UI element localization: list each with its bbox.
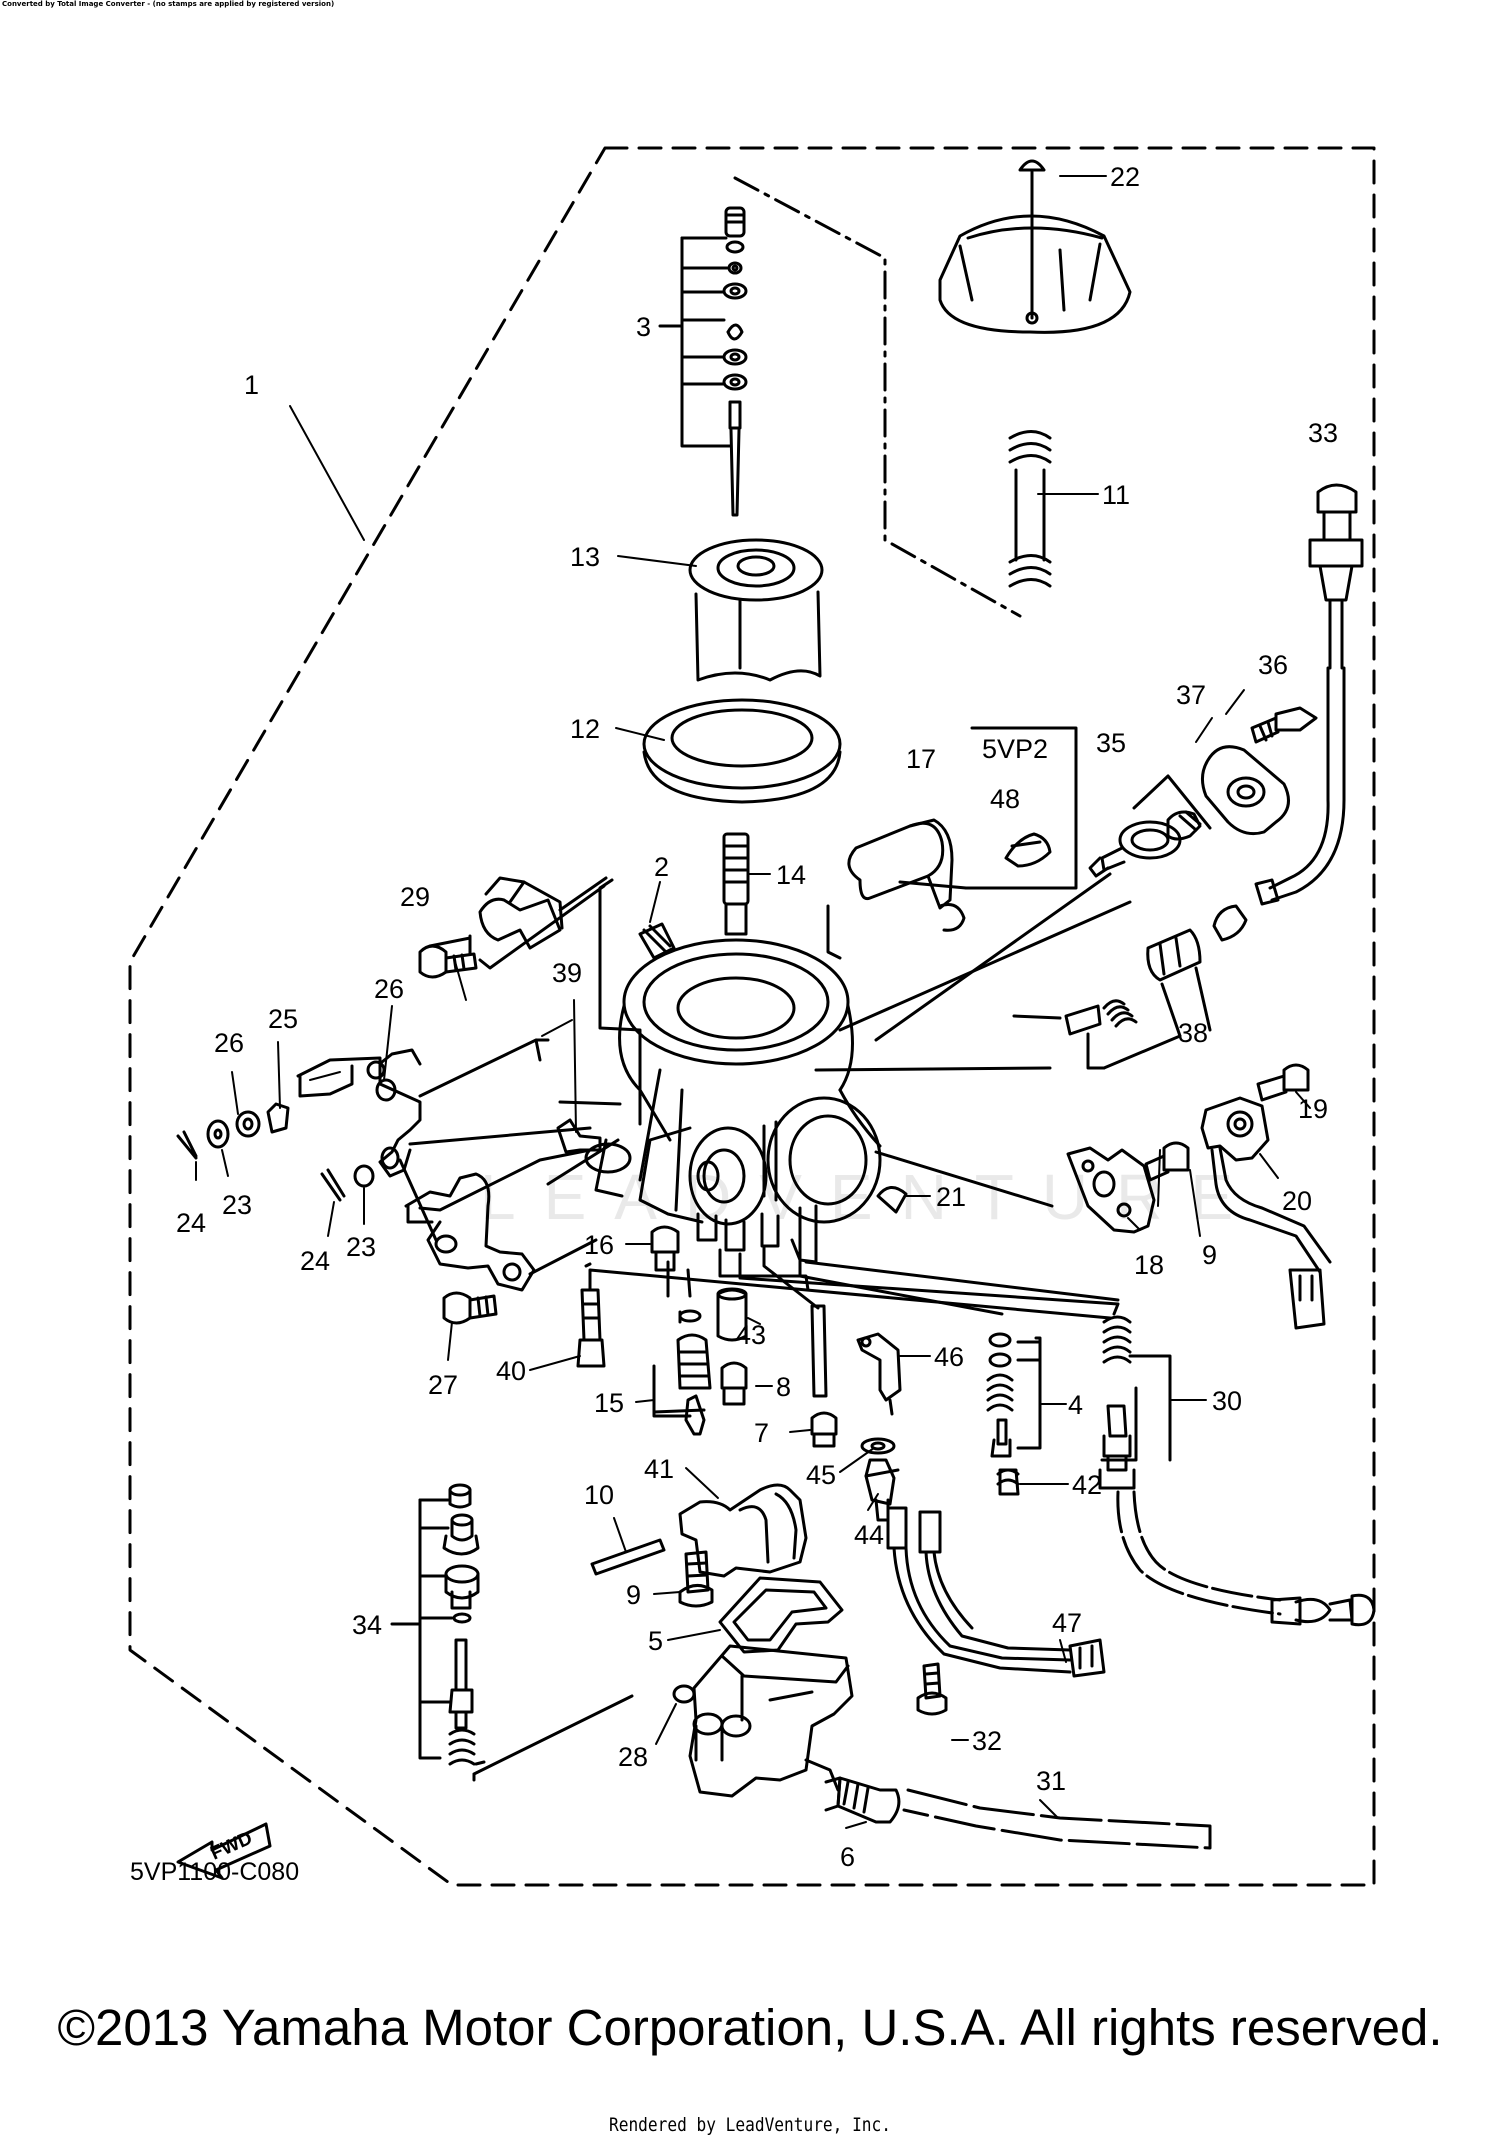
callout-15: 15 xyxy=(594,1388,624,1418)
callout-19: 19 xyxy=(1298,1094,1328,1124)
callout-10: 10 xyxy=(584,1480,614,1510)
callout-17: 17 xyxy=(906,744,936,774)
callout-47: 47 xyxy=(1052,1608,1082,1638)
callout-7: 7 xyxy=(754,1418,769,1448)
callout-27: 27 xyxy=(428,1370,458,1400)
callout-6: 6 xyxy=(840,1842,855,1872)
variant-label: 5VP2 xyxy=(982,734,1048,764)
callout-35: 35 xyxy=(1096,728,1126,758)
callout-46: 46 xyxy=(934,1342,964,1372)
callout-44: 44 xyxy=(854,1520,884,1550)
callout-16: 16 xyxy=(584,1230,614,1260)
throttle-stop-bracket-part xyxy=(478,876,564,950)
callout-8: 8 xyxy=(776,1372,791,1402)
seal-ring-part xyxy=(642,698,842,804)
callout-12: 12 xyxy=(570,714,600,744)
starter-plunger-cap-part xyxy=(847,818,966,932)
callout-37: 37 xyxy=(1176,680,1206,710)
callout-24: 24 xyxy=(176,1208,206,1238)
callout-18: 18 xyxy=(1134,1250,1164,1280)
callout-1: 1 xyxy=(244,370,259,400)
callout-30: 30 xyxy=(1212,1386,1242,1416)
spring-part xyxy=(1008,430,1052,588)
callout-9b: 9 xyxy=(626,1580,641,1610)
callout-14: 14 xyxy=(776,860,806,890)
diagram-code: 5VP1100-C080 xyxy=(130,1858,300,1886)
callout-9: 9 xyxy=(1202,1240,1217,1270)
callout-34: 34 xyxy=(352,1610,382,1640)
callout-39: 39 xyxy=(552,958,582,988)
callout-48: 48 xyxy=(990,784,1020,814)
callout-3: 3 xyxy=(636,312,651,342)
callout-40: 40 xyxy=(496,1356,526,1386)
callout-20: 20 xyxy=(1282,1186,1312,1216)
callout-36: 36 xyxy=(1258,650,1288,680)
assembly-boundary xyxy=(128,146,1376,1887)
callout-38: 38 xyxy=(1178,1018,1208,1048)
plunger-part xyxy=(1088,810,1202,878)
throttle-lever-part xyxy=(296,1048,422,1178)
float-bowl-gasket xyxy=(718,1576,844,1654)
callout-23b: 23 xyxy=(346,1232,376,1262)
callout-24b: 24 xyxy=(300,1246,330,1276)
float-valve-part xyxy=(676,1309,712,1436)
screw-29-part xyxy=(418,944,478,979)
callout-2: 2 xyxy=(654,852,669,882)
pilot-screw-set-part xyxy=(1064,904,1248,1036)
screw-part xyxy=(722,832,750,936)
throttle-sensor-part xyxy=(1200,1096,1332,1330)
callout-28: 28 xyxy=(618,1742,648,1772)
callout-41: 41 xyxy=(644,1454,674,1484)
variant-box xyxy=(964,726,1078,890)
callout-32: 32 xyxy=(972,1726,1002,1756)
callout-25: 25 xyxy=(268,1004,298,1034)
callout-21: 21 xyxy=(936,1182,966,1212)
callout-31: 31 xyxy=(1036,1766,1066,1796)
needle-jet-part xyxy=(576,1288,606,1368)
choke-lever-part xyxy=(404,1172,536,1292)
copyright-notice: ©2013 Yamaha Motor Corporation, U.S.A. A… xyxy=(57,1999,1443,2056)
callout-5: 5 xyxy=(648,1626,663,1656)
gasket-plate-part xyxy=(1066,1146,1156,1234)
callout-4: 4 xyxy=(1068,1390,1083,1420)
converter-note: Converted by Total Image Converter - (no… xyxy=(2,0,335,8)
choke-cable-part xyxy=(1254,483,1364,906)
callout-26: 26 xyxy=(214,1028,244,1058)
fwd-arrow xyxy=(176,1822,272,1880)
starter-cover-part xyxy=(1201,745,1290,836)
callout-43: 43 xyxy=(736,1320,766,1350)
callout-22: 22 xyxy=(1110,162,1140,192)
carburetor-top-cover-part xyxy=(938,159,1132,334)
piston-valve-part xyxy=(688,538,824,682)
callout-33: 33 xyxy=(1308,418,1338,448)
needle-jet-set-part xyxy=(722,206,748,517)
rendered-by-notice: Rendered by LeadVenture, Inc. xyxy=(609,2114,891,2136)
float-part xyxy=(678,1483,808,1578)
callout-23: 23 xyxy=(222,1190,252,1220)
float-bowl-part xyxy=(688,1644,854,1798)
callout-26b: 26 xyxy=(374,974,404,1004)
carburetor-body-part xyxy=(584,938,882,1264)
callout-45: 45 xyxy=(806,1460,836,1490)
callout-13: 13 xyxy=(570,542,600,572)
callout-29: 29 xyxy=(400,882,430,912)
callout-42: 42 xyxy=(1072,1470,1102,1500)
pilot-jet-set-part xyxy=(442,1483,480,1766)
callout-11: 11 xyxy=(1102,480,1130,510)
